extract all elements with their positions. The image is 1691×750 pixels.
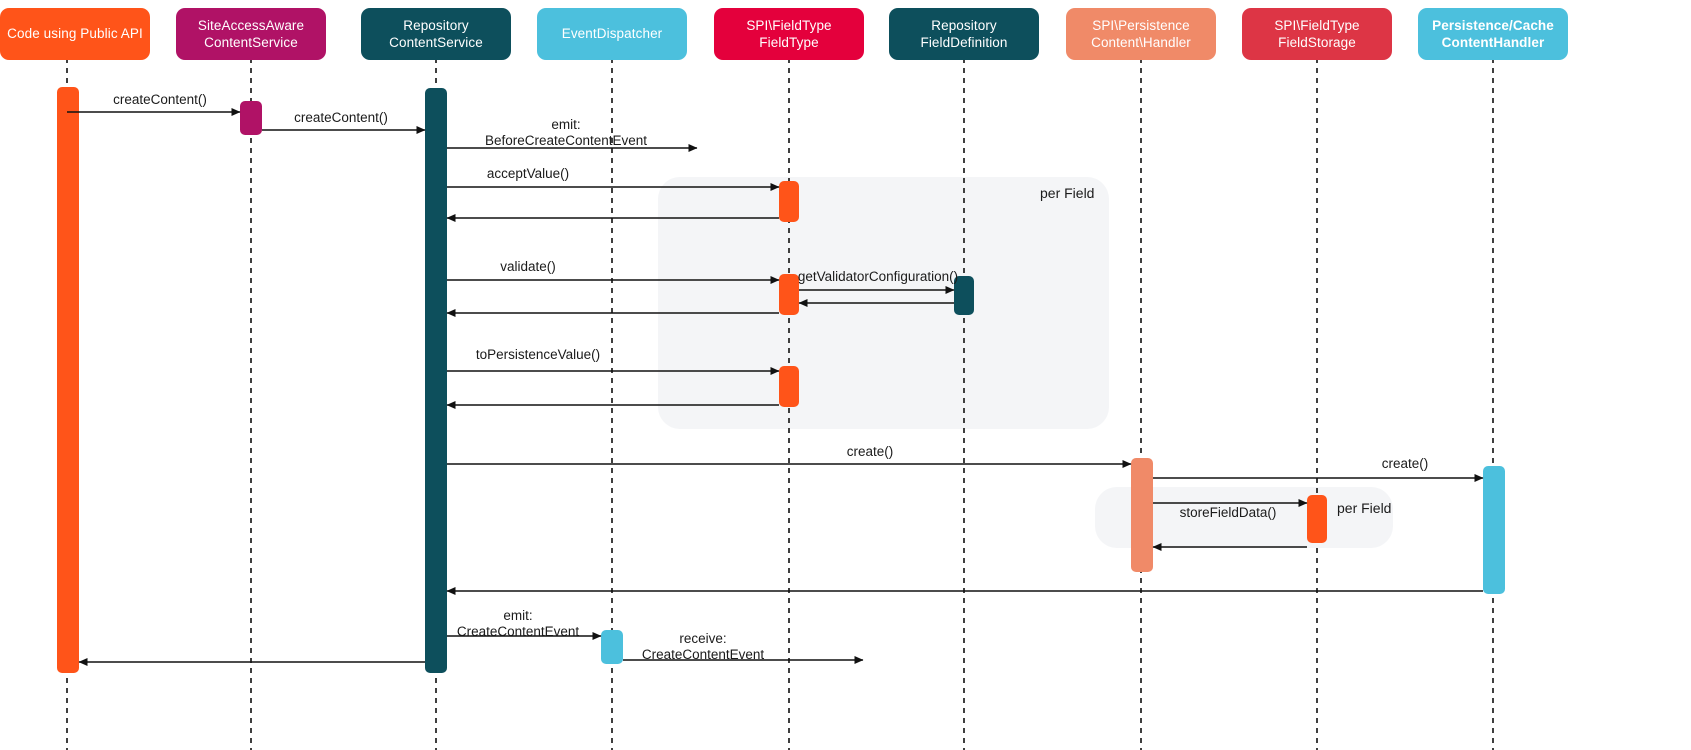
fragments-layer bbox=[658, 177, 1393, 548]
message-label: create() bbox=[1381, 456, 1429, 471]
participant-repo-fielddef[interactable]: Repository FieldDefinition bbox=[889, 8, 1039, 60]
participant-public-api[interactable]: Code using Public API bbox=[0, 8, 150, 60]
messages-layer bbox=[67, 108, 1484, 666]
message-label: validate() bbox=[500, 259, 556, 274]
participant-spi-fieldstorage[interactable]: SPI\FieldType FieldStorage bbox=[1242, 8, 1392, 60]
activation-bar-spi-fieldtype bbox=[779, 366, 799, 407]
activation-bar-siteaccessaware bbox=[240, 101, 262, 135]
activation-bar-event-dispatcher bbox=[601, 630, 623, 664]
message-label: create() bbox=[846, 444, 894, 459]
message-label: emit: CreateContentEvent bbox=[456, 608, 580, 639]
activation-bar-spi-persistence bbox=[1131, 458, 1153, 572]
activation-bar-persistence-cache bbox=[1483, 466, 1505, 594]
message-label: createContent() bbox=[294, 110, 388, 125]
message-label: toPersistenceValue() bbox=[475, 347, 601, 362]
participant-repo-content[interactable]: Repository ContentService bbox=[361, 8, 511, 60]
message-label: createContent() bbox=[113, 92, 207, 107]
message-label: getValidatorConfiguration() bbox=[797, 269, 959, 284]
message-label: acceptValue() bbox=[486, 166, 570, 181]
activation-bar-spi-fieldtype bbox=[779, 274, 799, 315]
participant-persistence-cache[interactable]: Persistence/Cache ContentHandler bbox=[1418, 8, 1568, 60]
message-label: emit: BeforeCreateContentEvent bbox=[484, 117, 648, 148]
fragment-label: per Field bbox=[1040, 185, 1095, 201]
participant-siteaccessaware[interactable]: SiteAccessAware ContentService bbox=[176, 8, 326, 60]
activations-layer bbox=[57, 87, 1505, 673]
activation-bar-spi-fieldstorage bbox=[1307, 495, 1327, 543]
activation-bar-repo-fielddef bbox=[954, 276, 974, 315]
message-label: storeFieldData() bbox=[1179, 505, 1277, 520]
activation-bar-repo-content bbox=[425, 88, 447, 673]
participant-event-dispatcher[interactable]: EventDispatcher bbox=[537, 8, 687, 60]
activation-bar-spi-fieldtype bbox=[779, 181, 799, 222]
fragment-label: per Field bbox=[1337, 500, 1392, 516]
participant-spi-persistence[interactable]: SPI\Persistence Content\Handler bbox=[1066, 8, 1216, 60]
message-label: receive: CreateContentEvent bbox=[641, 631, 765, 662]
participant-spi-fieldtype[interactable]: SPI\FieldType FieldType bbox=[714, 8, 864, 60]
activation-bar-public-api bbox=[57, 87, 79, 673]
